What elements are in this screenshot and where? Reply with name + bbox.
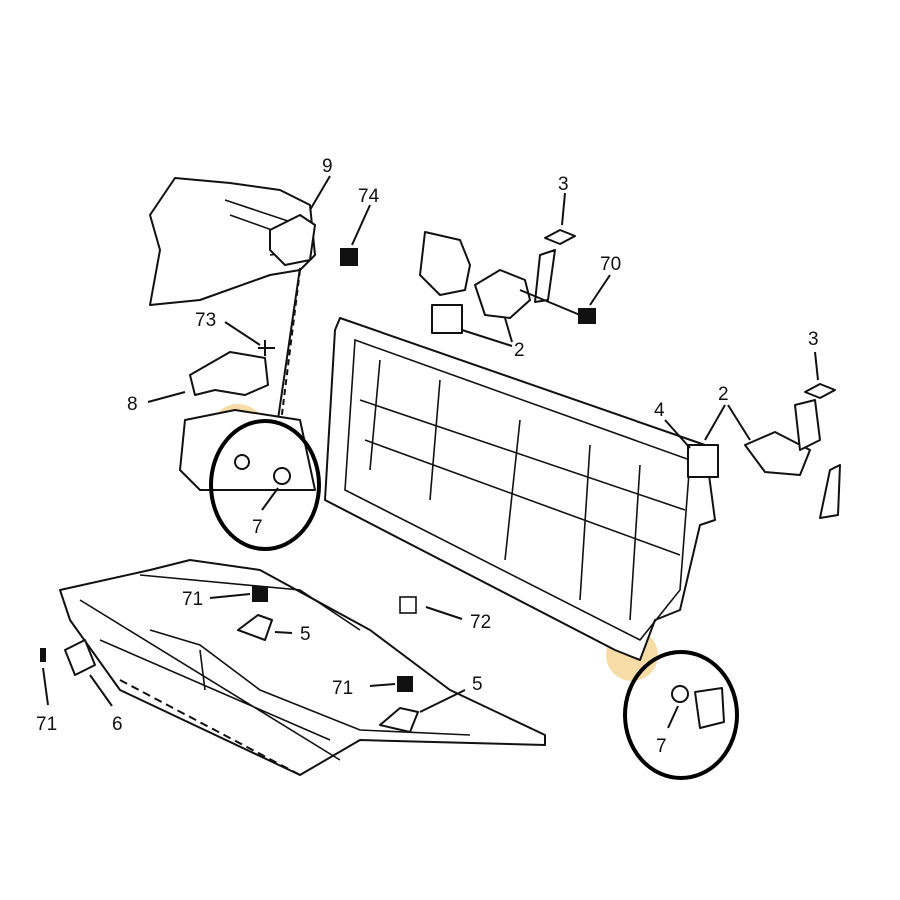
clip-5-b	[379, 707, 419, 733]
callout-7-left: 7	[252, 517, 263, 538]
callout-71-c: 71	[36, 714, 57, 735]
callout-71-a: 71	[182, 589, 203, 610]
fastener-71-a	[252, 586, 268, 602]
bolt-7-left	[273, 467, 291, 485]
fastener-74	[340, 248, 358, 266]
callout-71-b: 71	[332, 678, 353, 699]
seat-wires	[79, 574, 471, 761]
washer-left	[234, 454, 250, 470]
strap-upper	[534, 249, 556, 303]
callout-5-a: 5	[300, 624, 311, 645]
partial-bracket-right	[819, 464, 841, 519]
clip-4	[687, 444, 719, 478]
callout-6: 6	[112, 714, 123, 735]
callout-4: 4	[654, 400, 665, 421]
panel-inner-frame	[344, 338, 691, 642]
callout-9: 9	[322, 156, 333, 177]
callout-2-right: 2	[718, 384, 729, 405]
callout-3: 3	[558, 174, 569, 195]
hinge-latch-right	[744, 431, 811, 476]
side-panel	[149, 177, 316, 306]
fastener-71-b	[397, 676, 413, 692]
hinge-9	[269, 214, 316, 266]
legend-box-72	[399, 596, 417, 614]
seat-back-panel	[324, 317, 716, 661]
fastener-71-c	[40, 648, 46, 662]
clip-5-a	[237, 614, 273, 641]
fastener-70	[578, 308, 596, 324]
seat-cushion-frame	[59, 559, 546, 776]
bolt-7-right	[671, 685, 689, 703]
nut-plate-right	[694, 687, 725, 729]
callout-circle-left	[209, 419, 321, 551]
callout-73: 73	[195, 310, 216, 331]
hinge-latch-upper	[474, 269, 531, 319]
cap-3-right	[804, 383, 836, 399]
bracket-8	[189, 351, 269, 396]
callout-circle-right	[623, 650, 739, 780]
callout-5-b: 5	[472, 674, 483, 695]
callout-74: 74	[358, 186, 380, 207]
pivot-bracket-left	[179, 409, 316, 491]
hinge-bracket-upper	[419, 231, 471, 296]
callout-7-right: 7	[656, 736, 667, 757]
callout-3-right: 3	[808, 329, 819, 350]
panel-ribs	[359, 359, 686, 621]
cap-3-upper	[544, 229, 576, 245]
clip-2-upper	[431, 304, 463, 334]
callout-8: 8	[127, 394, 138, 415]
callout-72: 72	[470, 612, 491, 633]
strap-right	[794, 399, 821, 451]
anchor-6	[64, 639, 96, 676]
callout-70: 70	[600, 254, 621, 275]
callout-2: 2	[514, 340, 525, 361]
